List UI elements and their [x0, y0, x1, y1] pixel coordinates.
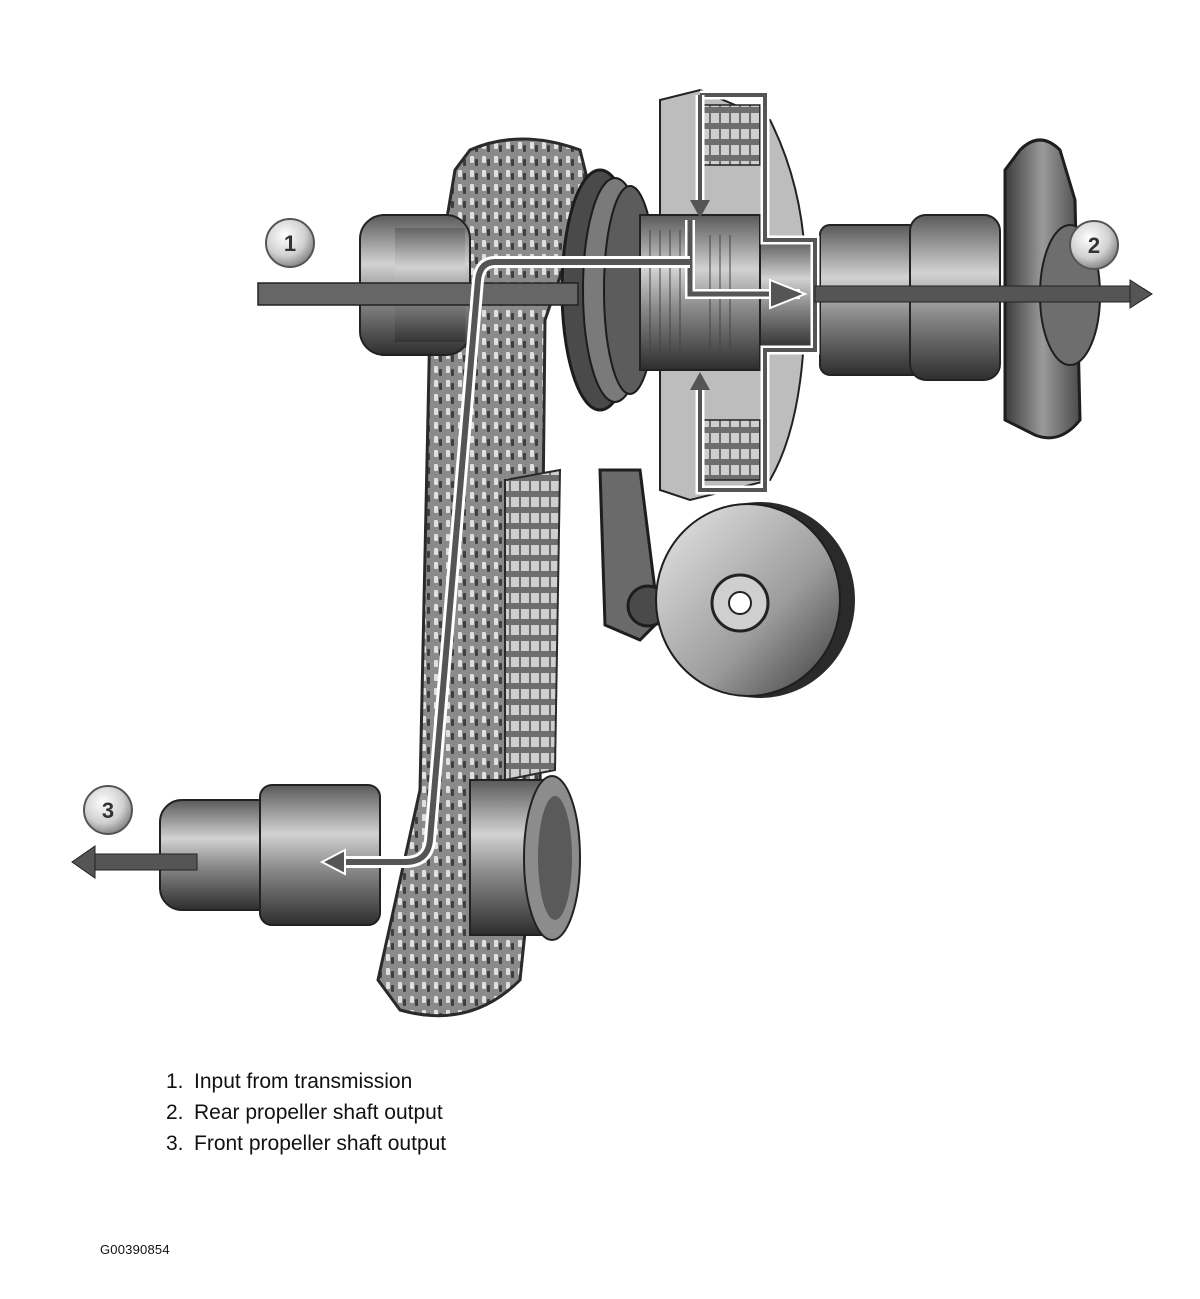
power-flow-front-arrow — [71, 256, 690, 879]
legend-number: 1. — [166, 1070, 184, 1093]
shift-cam — [655, 502, 855, 698]
legend-number: 3. — [166, 1132, 184, 1155]
svg-text:3: 3 — [102, 798, 114, 823]
legend-item-3: 3. Front propeller shaft output — [166, 1128, 446, 1159]
legend-number: 2. — [166, 1101, 184, 1124]
legend-item-2: 2. Rear propeller shaft output — [166, 1097, 446, 1128]
legend-text: Input from transmission — [194, 1070, 413, 1093]
legend-item-1: 1. Input from transmission — [166, 1066, 446, 1097]
front-output-shaft — [159, 775, 581, 941]
svg-text:1: 1 — [284, 231, 296, 256]
power-flow-input-arrow — [257, 282, 579, 306]
legend: 1. Input from transmission 2. Rear propell… — [166, 1066, 446, 1159]
figure-id: G00390854 — [100, 1242, 170, 1257]
callout-3: 3 — [83, 785, 133, 835]
svg-text:2: 2 — [1088, 233, 1100, 258]
callout-2: 2 — [1069, 220, 1119, 270]
power-flow-rear-arrow — [685, 90, 1153, 495]
transfer-case-diagram: 1 2 3 — [71, 88, 1153, 1018]
shift-fork — [598, 468, 672, 642]
callout-1: 1 — [265, 218, 315, 268]
legend-text: Front propeller shaft output — [194, 1132, 447, 1155]
legend-text: Rear propeller shaft output — [194, 1101, 443, 1124]
